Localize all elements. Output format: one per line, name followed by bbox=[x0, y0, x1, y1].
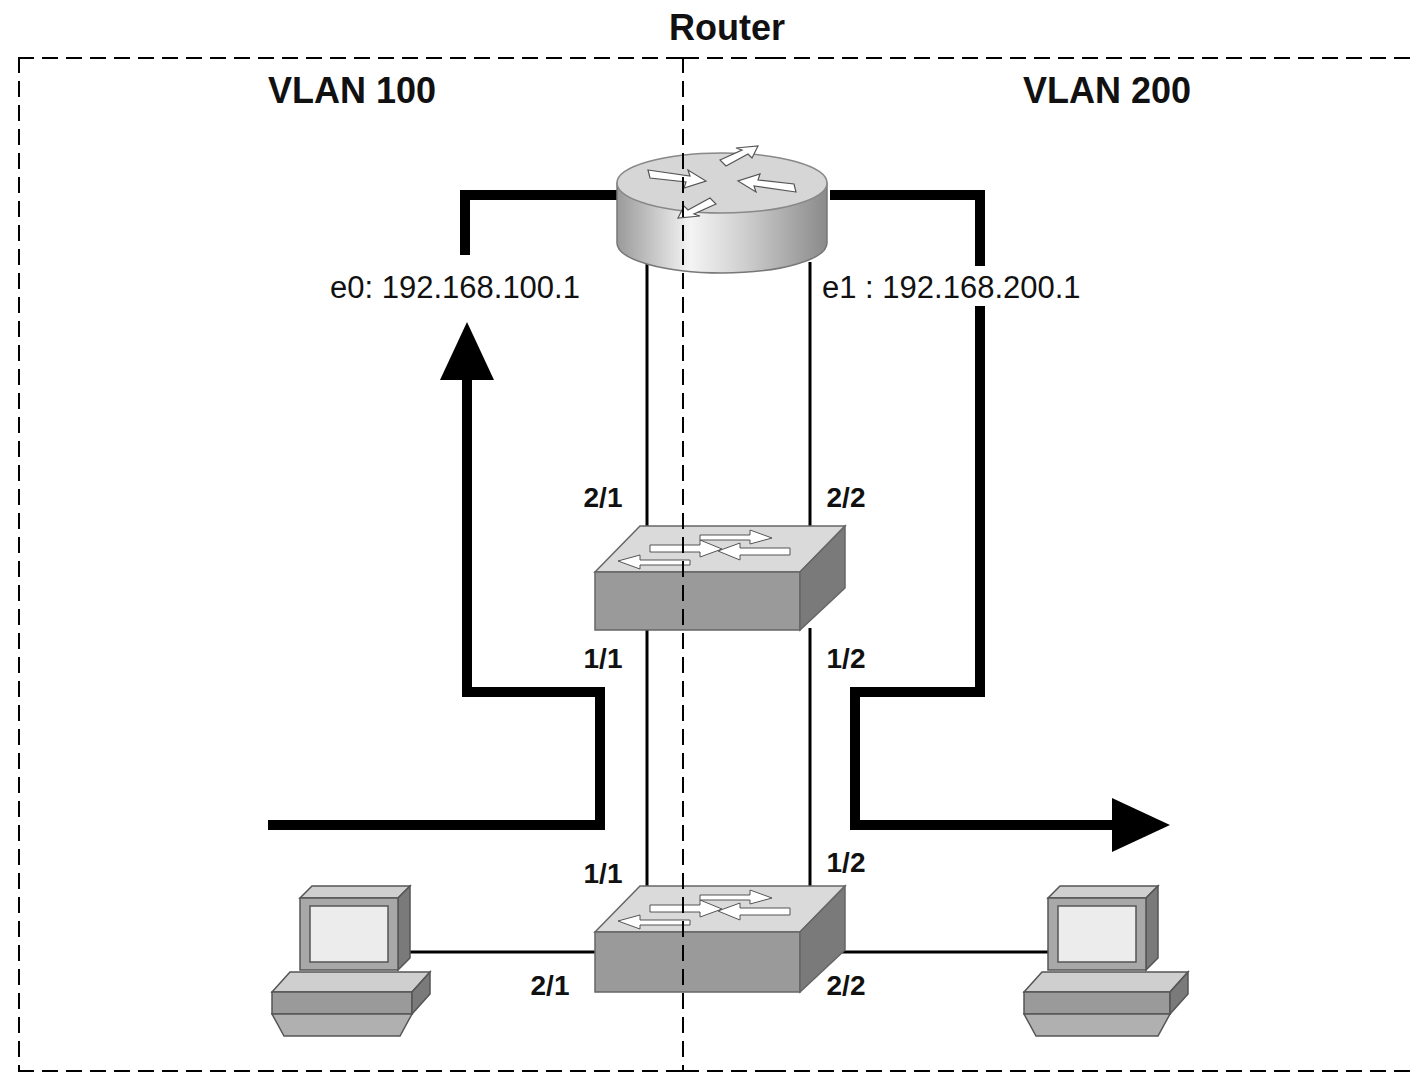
region-title: Router bbox=[669, 7, 785, 49]
dashed-line bbox=[18, 1070, 683, 1072]
dashed-boundary bbox=[18, 57, 683, 1072]
vlan-region: VLAN 100 bbox=[18, 57, 683, 1072]
dashed-line bbox=[683, 1070, 770, 1072]
dashed-line bbox=[682, 57, 684, 1072]
port-number: 1/1 bbox=[584, 858, 623, 890]
port-number: 1/2 bbox=[827, 847, 866, 879]
port-number: 2/2 bbox=[827, 970, 866, 1002]
router-icon bbox=[617, 146, 827, 273]
arrowhead bbox=[1112, 798, 1170, 852]
port-number: 2/1 bbox=[584, 482, 623, 514]
dashed-line bbox=[683, 57, 770, 59]
arrowhead bbox=[440, 322, 494, 380]
interface-address: e0: 192.168.100.1 bbox=[330, 270, 580, 306]
port-number: 1/2 bbox=[827, 643, 866, 675]
switch-icon bbox=[595, 526, 845, 630]
switch-icon bbox=[595, 886, 845, 992]
dashed-line bbox=[770, 57, 1418, 59]
dashed-boundary bbox=[683, 57, 770, 1072]
cable bbox=[405, 262, 1048, 952]
pc-icon bbox=[1024, 886, 1188, 1036]
dashed-line bbox=[18, 57, 683, 59]
vlan-region: Router bbox=[683, 57, 770, 1072]
region-title: VLAN 200 bbox=[1023, 70, 1191, 112]
interface-address: e1 : 192.168.200.1 bbox=[822, 270, 1081, 306]
port-number: 2/2 bbox=[827, 482, 866, 514]
region-title: VLAN 100 bbox=[268, 70, 436, 112]
dashed-line bbox=[770, 1070, 1418, 1072]
traffic-path bbox=[268, 195, 1115, 825]
port-number: 1/1 bbox=[584, 643, 623, 675]
dashed-boundary bbox=[770, 57, 1418, 1072]
port-number: 2/1 bbox=[531, 970, 570, 1002]
vlan-region: VLAN 200 bbox=[770, 57, 1418, 1072]
pc-icon bbox=[272, 886, 430, 1036]
dashed-line bbox=[18, 57, 20, 1072]
